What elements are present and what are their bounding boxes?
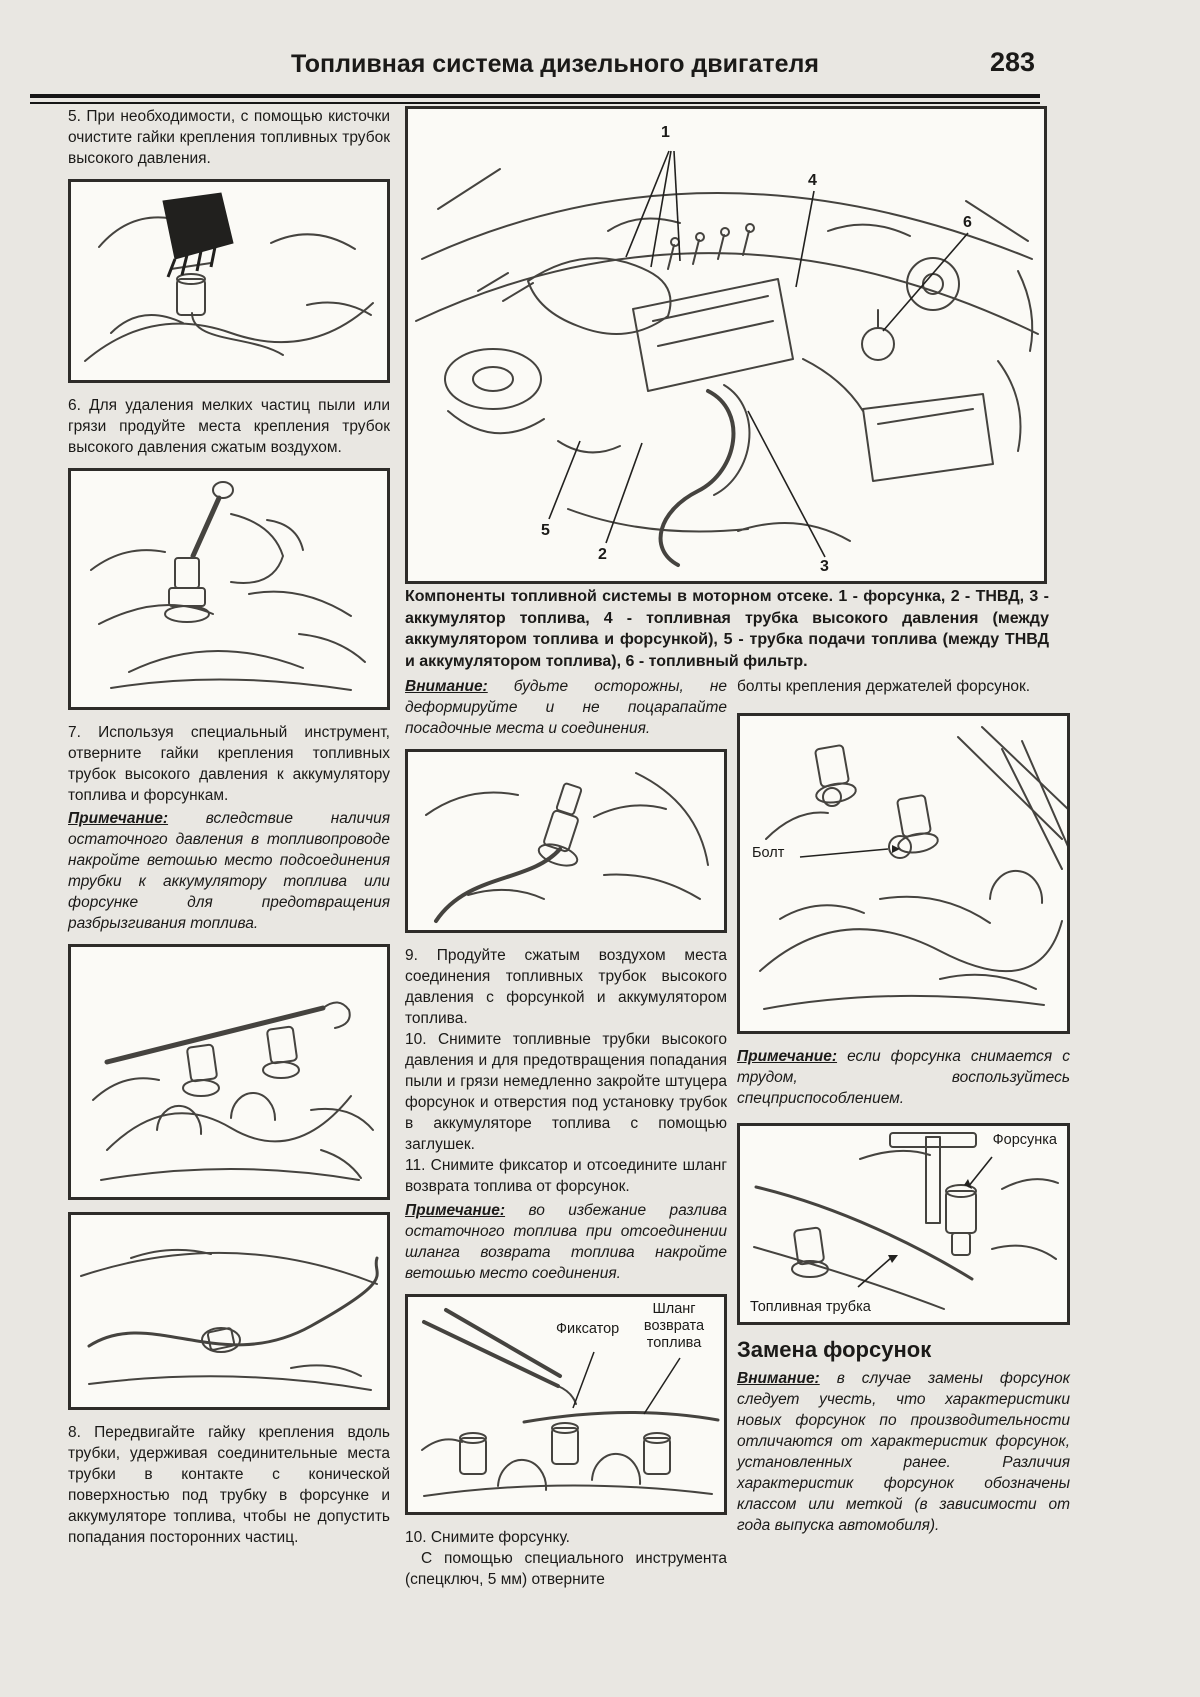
note-label: Примечание: — [405, 1202, 506, 1219]
page-title: Топливная система дизельного двигателя — [291, 50, 819, 78]
note-label: Примечание: — [737, 1048, 838, 1065]
step-7-text: 7. Используя специальный инструмент, отв… — [68, 724, 390, 804]
injector-hose-illustration — [425, 772, 709, 923]
steps-9-11: 9. Продуйте сжатым воздухом места соедин… — [405, 945, 727, 1284]
figure-brush-cleaning — [68, 179, 390, 383]
nut-tube-illustration — [80, 1248, 379, 1391]
callout-2: 2 — [598, 546, 607, 563]
figure-engine-bay: 1 2 3 4 5 6 — [405, 106, 1047, 584]
engine-bay-illustration — [415, 150, 1039, 567]
callout-3: 3 — [820, 558, 829, 575]
callout-4: 4 — [808, 172, 817, 189]
step-10-text: 10. Снимите топливные трубки высокого да… — [405, 1031, 727, 1153]
return-hose-label: Шланг возврата топлива — [643, 1301, 705, 1351]
figure-special-tool — [68, 468, 390, 710]
step-9-text: 9. Продуйте сжатым воздухом места соедин… — [405, 947, 727, 1027]
bolt-label: Болт — [752, 845, 785, 861]
fuel-tube-label: Топливная трубка — [750, 1299, 871, 1315]
step-8-text: 8. Передвигайте гайку крепления вдоль тр… — [68, 1424, 390, 1546]
figure-injector-tube: Форсунка Топливная трубка — [737, 1123, 1070, 1325]
middle-column: Внимание: будьте осторожны, не деформиру… — [405, 676, 727, 1600]
figure-holder-bolts: Болт — [737, 713, 1070, 1034]
warning-text: в случае замены форсунок следует учесть,… — [737, 1370, 1070, 1534]
step-10b-line1: 10. Снимите форсунку. — [405, 1529, 570, 1546]
step-7-note: Примечание: вследствие наличия остаточно… — [68, 808, 390, 934]
callout-5: 5 — [541, 522, 550, 539]
section-heading: Замена форсунок — [737, 1337, 932, 1362]
note-text: вследствие наличия остаточного давления … — [68, 810, 390, 932]
brush-cleaning-illustration — [84, 192, 374, 362]
warning-label: Внимание: — [737, 1370, 820, 1387]
note-label: Примечание: — [68, 810, 169, 827]
figure-caption: Компоненты топливной системы в моторном … — [405, 588, 1049, 670]
step-11-text: 11. Снимите фиксатор и отсоедините шланг… — [405, 1157, 727, 1195]
replacement-warning: Внимание: в случае замены форсунок следу… — [737, 1368, 1070, 1536]
step-5-text: 5. При необходимости, с помощью кисточки… — [68, 108, 390, 167]
step-11-note: Примечание: во избежание разлива остаточ… — [405, 1200, 727, 1284]
figure-wrench-injectors — [68, 944, 390, 1200]
step-10b-line2: С помощью специального инструмента (спец… — [405, 1550, 727, 1588]
page-number: 283 — [989, 47, 1035, 77]
holder-bolts-illustration — [759, 726, 1067, 1010]
figure-nut-along-tube — [68, 1212, 390, 1410]
right-note: Примечание: если форсунка снимается с тр… — [737, 1046, 1070, 1109]
warning-text: будьте осторожны, не деформируйте и не п… — [405, 678, 727, 737]
fixator-label: Фиксатор — [556, 1321, 620, 1337]
left-column: 5. При необходимости, с помощью кисточки… — [68, 106, 390, 1558]
header-divider — [30, 94, 1040, 104]
figure-injector-hose-closeup — [405, 749, 727, 933]
figure-fixator-removal: Фиксатор Шланг возврата топлива — [405, 1294, 727, 1515]
callout-6: 6 — [963, 214, 972, 231]
continuation-text: болты крепления держателей форсунок. — [737, 678, 1031, 695]
injector-label: Форсунка — [992, 1132, 1057, 1148]
injector-tube-illustration — [753, 1132, 1059, 1310]
warning-deform: Внимание: будьте осторожны, не деформиру… — [405, 676, 727, 739]
note-text: если форсунка снимается с трудом, воспол… — [737, 1048, 1070, 1107]
right-column: болты крепления держателей форсунок. — [737, 676, 1070, 1546]
fixator-removal-illustration — [421, 1308, 720, 1497]
special-tool-illustration — [90, 481, 366, 691]
warning-label: Внимание: — [405, 678, 488, 695]
note-text: во избежание разлива остаточного топлива… — [405, 1202, 727, 1282]
step-6-text: 6. Для удаления мелких частиц пыли или г… — [68, 397, 390, 456]
callout-1: 1 — [661, 124, 670, 141]
wrench-illustration — [92, 1001, 374, 1181]
